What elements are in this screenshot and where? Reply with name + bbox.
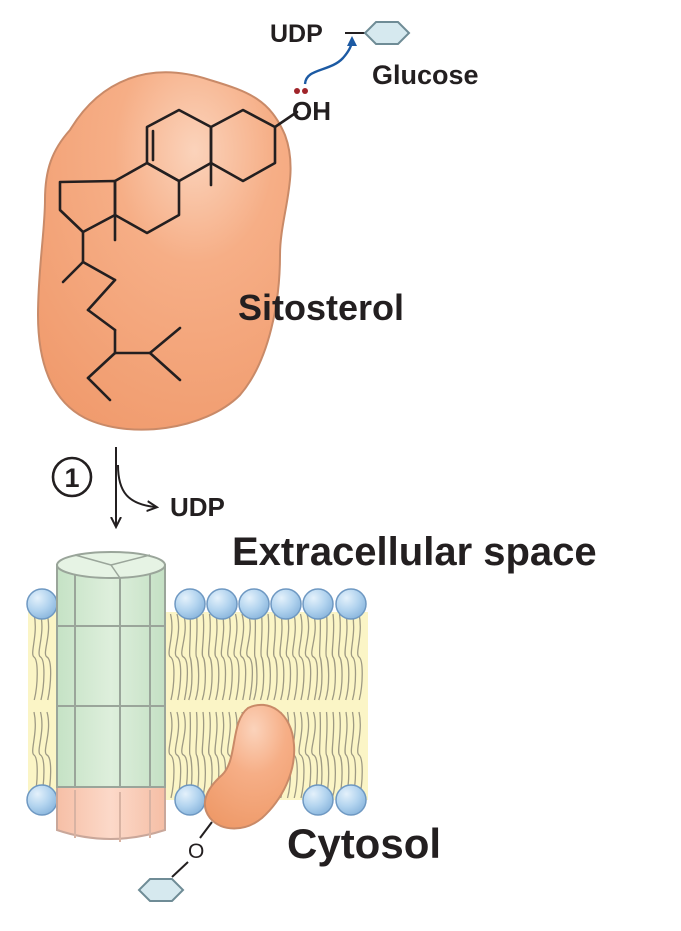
lipid-tail bbox=[239, 613, 247, 701]
lipid-tail bbox=[292, 613, 298, 701]
upper-leaflet-heads bbox=[26, 588, 367, 620]
phospholipid-head bbox=[206, 588, 238, 620]
lipid-tail bbox=[304, 711, 312, 799]
phospholipid-head bbox=[174, 588, 206, 620]
lipid-tail bbox=[338, 711, 343, 799]
udp-top-label: UDP bbox=[270, 20, 323, 48]
udp-released-label: UDP bbox=[170, 492, 225, 522]
step-number-icon bbox=[51, 456, 93, 498]
lipid-tail bbox=[208, 711, 213, 799]
lipid-tail bbox=[32, 711, 38, 799]
lipid-tail bbox=[318, 613, 323, 701]
lipid-tail bbox=[298, 613, 305, 701]
lipid-tail bbox=[259, 613, 265, 701]
phospholipid-head bbox=[302, 784, 334, 816]
glucose-hexagon-icon bbox=[363, 21, 411, 45]
lipid-tail bbox=[32, 613, 38, 701]
sitosterol-label: Sitosterol bbox=[238, 287, 404, 328]
glycosidic-bond bbox=[199, 821, 213, 839]
lipid-tail bbox=[174, 711, 182, 799]
lipid-tail bbox=[220, 613, 227, 701]
extracellular-space-label: Extracellular space bbox=[232, 530, 597, 574]
lipid-tail bbox=[201, 613, 206, 701]
lower-leaflet-heads bbox=[26, 784, 367, 816]
lipid-tail bbox=[357, 711, 363, 799]
glucose-hexagon-icon bbox=[137, 878, 185, 902]
lipid-tail bbox=[246, 613, 254, 701]
lipid-tail bbox=[188, 613, 193, 701]
phospholipid-head bbox=[238, 588, 270, 620]
lipid-tail bbox=[324, 711, 330, 799]
lipid-tail bbox=[266, 613, 271, 701]
glycosidic-bond bbox=[171, 861, 189, 878]
hydroxyl-label: OH bbox=[292, 96, 331, 126]
step-number-label: 1 bbox=[64, 463, 79, 493]
sitosterol-structure bbox=[58, 108, 299, 402]
lipid-tails bbox=[32, 613, 363, 799]
lipid-tail bbox=[338, 613, 343, 701]
phospholipid-head bbox=[302, 588, 334, 620]
sitosterol-shape bbox=[36, 71, 292, 431]
lipid-tail bbox=[344, 711, 350, 799]
membrane-channel bbox=[56, 551, 166, 842]
membrane-sitosterol-shape bbox=[203, 703, 296, 830]
lipid-tail bbox=[188, 711, 193, 799]
lipid-tail bbox=[174, 613, 182, 701]
lipid-tail bbox=[181, 711, 189, 799]
lipid-tail bbox=[357, 613, 363, 701]
lipid-tail bbox=[344, 613, 350, 701]
lipid-tail bbox=[168, 613, 175, 701]
cytosol-label: Cytosol bbox=[287, 820, 441, 867]
lipid-tail bbox=[273, 613, 278, 701]
lipid-tail bbox=[331, 711, 336, 799]
lipid-tail bbox=[181, 613, 189, 701]
lipid-tail bbox=[201, 711, 206, 799]
phospholipid-head bbox=[335, 588, 367, 620]
phospholipid-head bbox=[270, 588, 302, 620]
lipid-tail bbox=[350, 711, 357, 799]
lipid-tail bbox=[304, 613, 312, 701]
lipid-tail bbox=[214, 613, 220, 701]
lipid-tail bbox=[331, 613, 336, 701]
phospholipid-head bbox=[26, 784, 58, 816]
phospholipid-head bbox=[26, 588, 58, 620]
nucleophilic-attack-arrow bbox=[303, 36, 357, 85]
lipid-tail bbox=[311, 711, 319, 799]
lipid-tail bbox=[38, 711, 45, 799]
phospholipid-head bbox=[335, 784, 367, 816]
lipid-tail bbox=[208, 613, 213, 701]
lipid-tail bbox=[233, 613, 240, 701]
lipid-tail bbox=[298, 711, 305, 799]
lone-pair-dot bbox=[294, 88, 300, 94]
lipid-tail bbox=[194, 711, 200, 799]
oxygen-link-label: O bbox=[188, 840, 204, 863]
lipid-tail bbox=[227, 613, 233, 701]
lipid-tail bbox=[279, 613, 285, 701]
lipid-tail bbox=[194, 613, 200, 701]
udp-release-arrow bbox=[117, 464, 155, 507]
glucose-label: Glucose bbox=[372, 60, 479, 90]
lipid-tail bbox=[318, 711, 323, 799]
phospholipid-head bbox=[174, 784, 206, 816]
lipid-tail bbox=[350, 613, 357, 701]
lipid-tail bbox=[44, 613, 52, 701]
lipid-tail bbox=[311, 613, 319, 701]
lipid-tail bbox=[285, 613, 292, 701]
lipid-tail bbox=[168, 711, 175, 799]
lipid-tail bbox=[44, 711, 52, 799]
lone-pair-dot bbox=[302, 88, 308, 94]
lipid-tail bbox=[324, 613, 330, 701]
lipid-tail bbox=[253, 613, 258, 701]
lipid-tail bbox=[38, 613, 45, 701]
